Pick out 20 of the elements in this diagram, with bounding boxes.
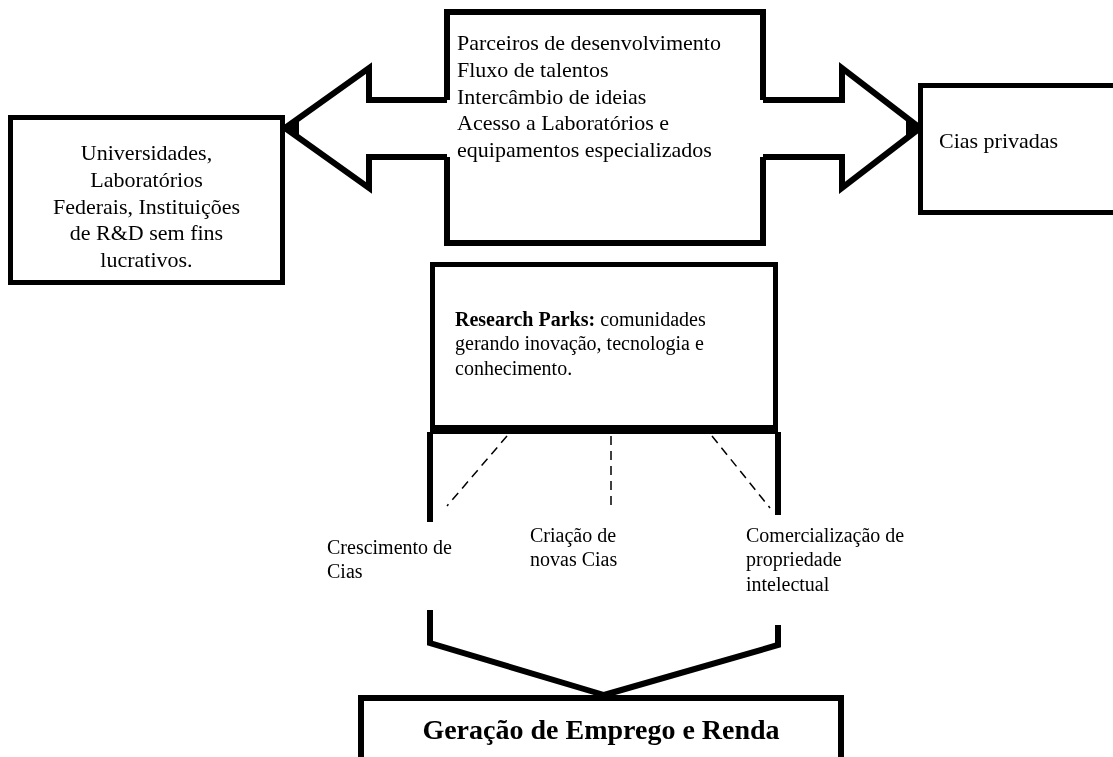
list-item-text: Acesso a Laboratórios e equipamentos especializados xyxy=(457,110,713,165)
result-box xyxy=(358,695,844,757)
list-item-text: Intercâmbio de ideias xyxy=(457,83,648,111)
box-text: Research Parks: comunidades gerando inovação, tecnologia e conhecimento. xyxy=(455,307,707,381)
dashed-connector xyxy=(446,435,508,507)
funnel-line xyxy=(427,610,605,698)
list-item-text: Fluxo de talentos xyxy=(457,56,610,84)
outcome-text: Comercialização de propriedade intelectual xyxy=(746,523,906,597)
institution-box xyxy=(8,115,285,285)
list-item-text: Parceiros de desenvolvimento xyxy=(457,30,722,57)
outcome-text: Crescimento de Cias xyxy=(327,535,453,584)
box-text: Cias privadas xyxy=(939,128,1060,155)
box-text: Geração de Emprego e Renda xyxy=(421,713,781,747)
company-box xyxy=(918,83,1113,215)
outcome-text: Criação de novas Cias xyxy=(530,523,619,572)
block-arrow-head xyxy=(282,62,450,194)
funnel-line xyxy=(603,625,781,698)
box-text: Universidades, Laboratórios Federais, Instituições de R&D sem fins lucrativos. xyxy=(53,140,240,275)
dashed-connector xyxy=(711,435,771,509)
research-park-box xyxy=(430,262,778,434)
